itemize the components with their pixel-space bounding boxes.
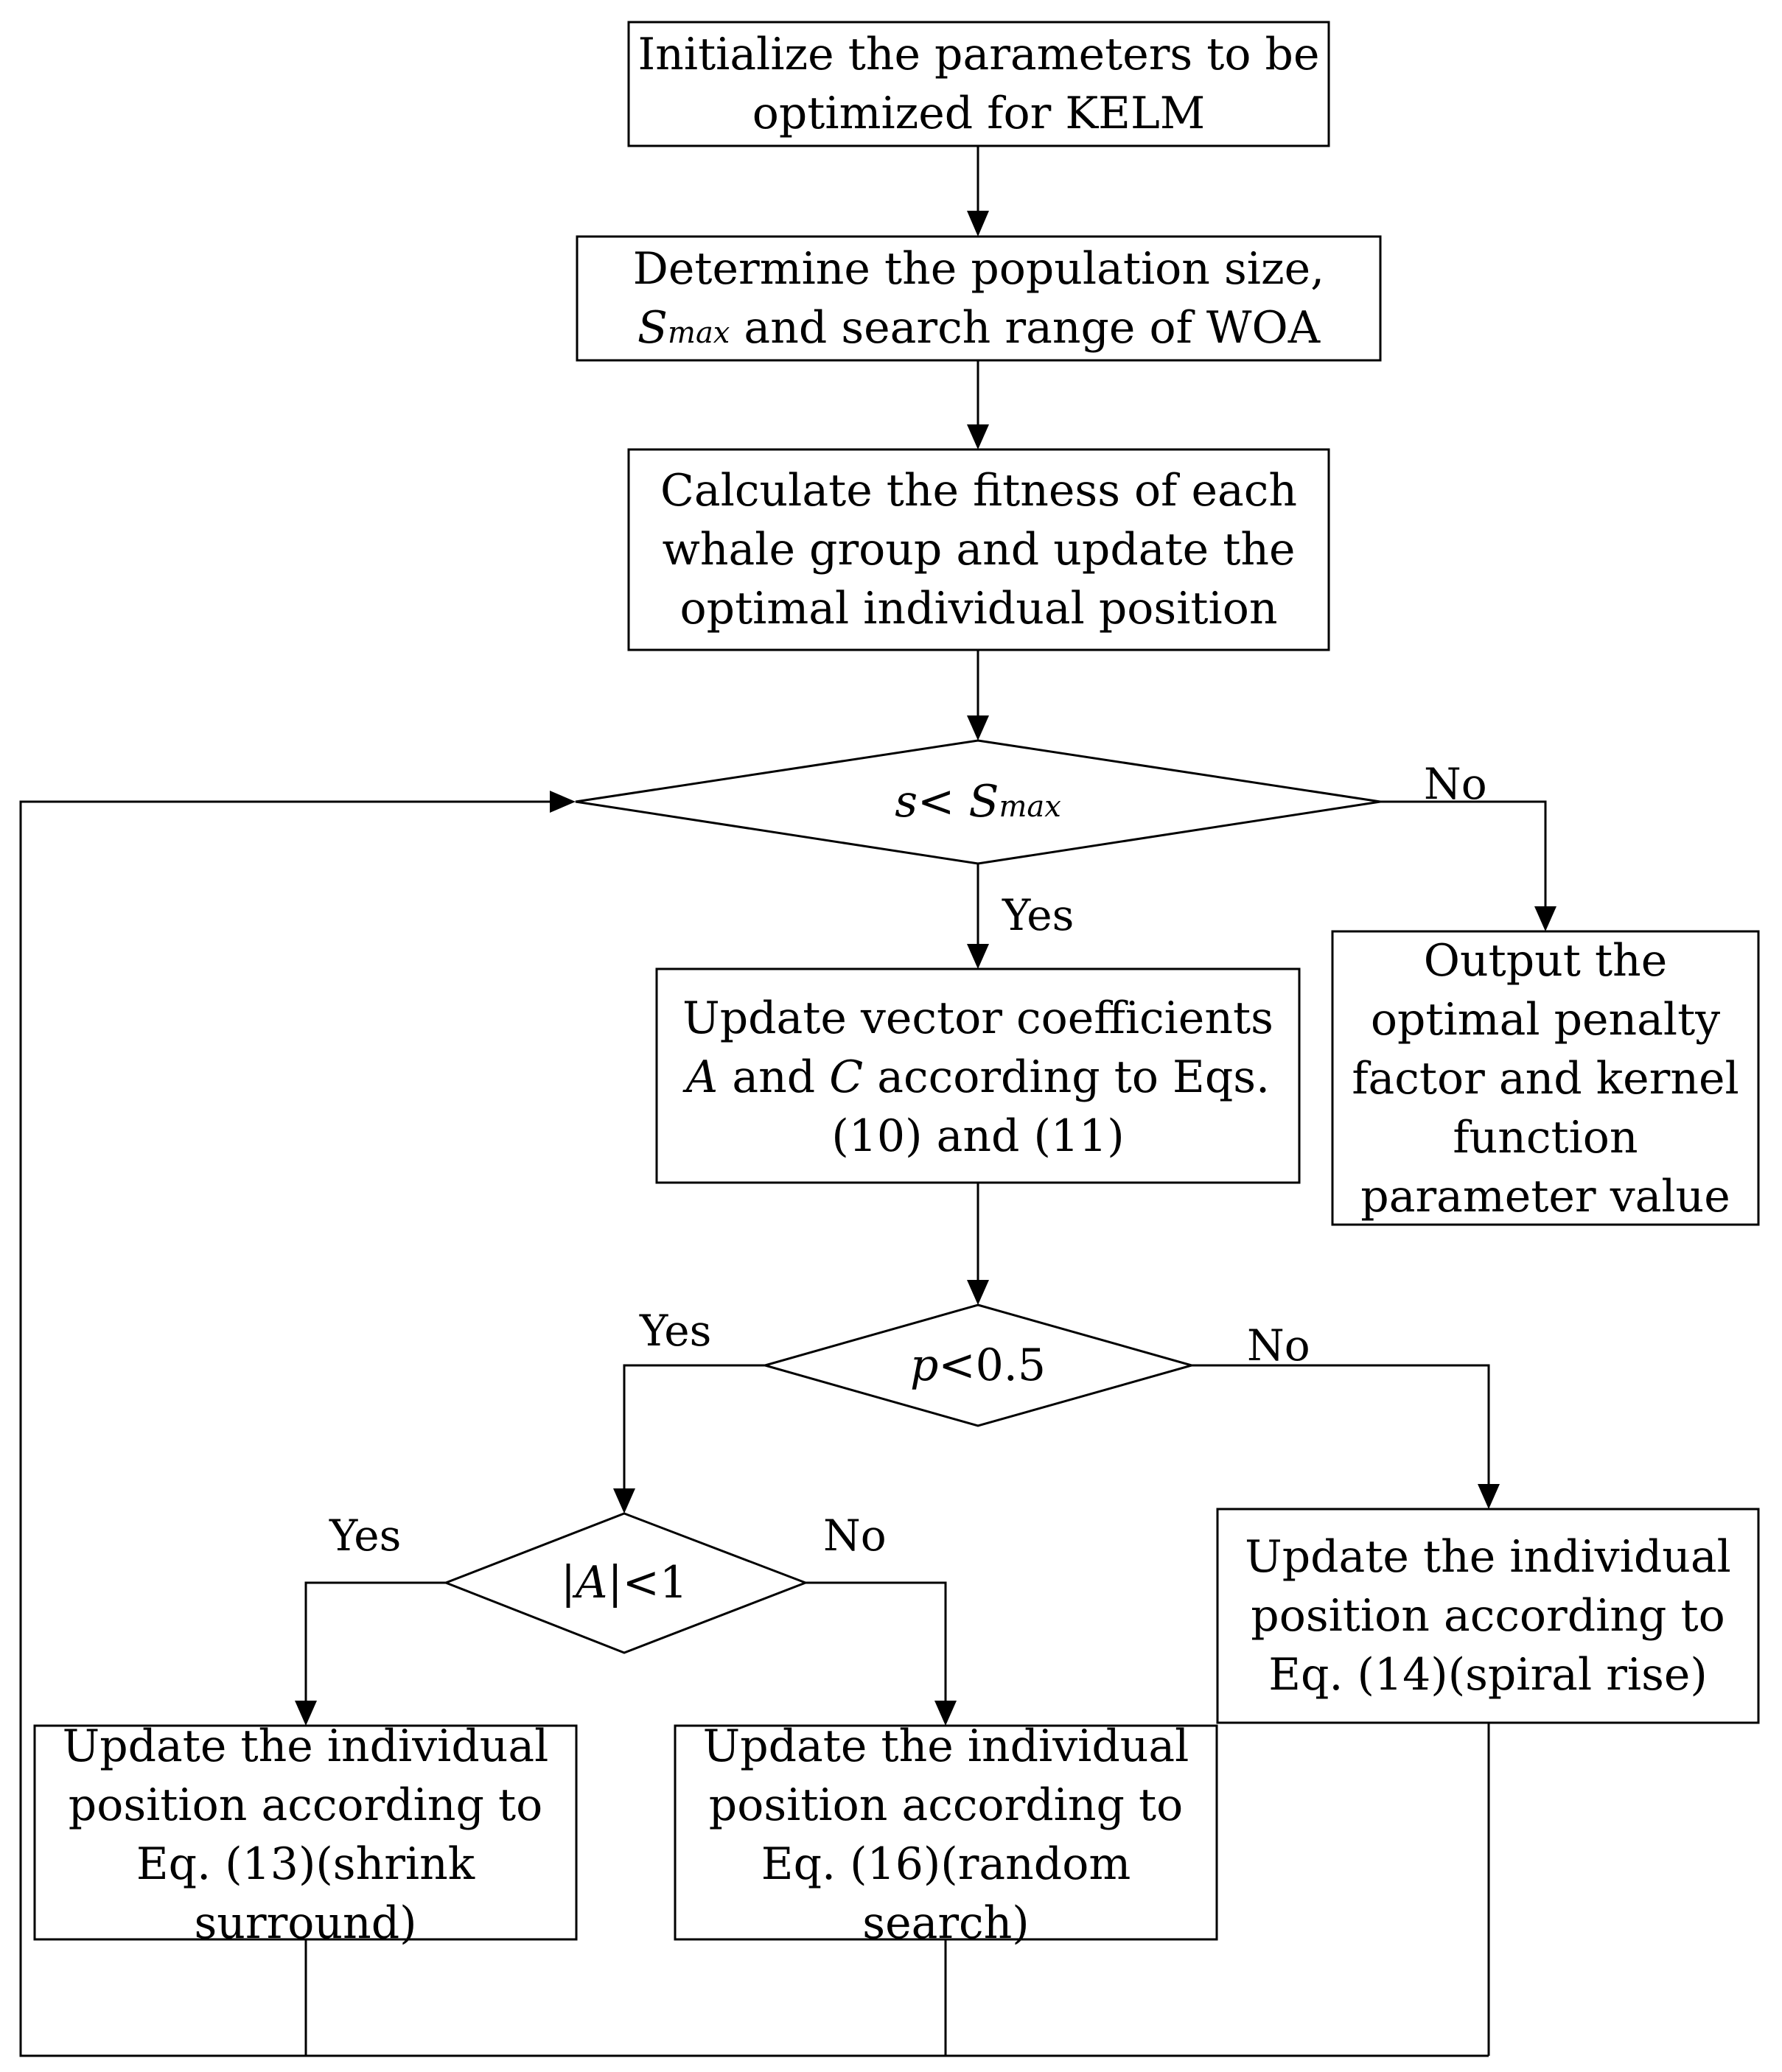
shrink-line-2: position according to <box>68 1779 543 1831</box>
arrowhead-fitness <box>967 424 989 449</box>
output-line-5: parameter value <box>1360 1171 1730 1222</box>
output-box <box>1331 930 1760 1226</box>
connector-no-output <box>1380 800 1547 909</box>
update-ac-line-2: A and C according to Eqs. <box>657 1048 1299 1107</box>
update-ac-line-3: (10) and (11) <box>831 1110 1125 1162</box>
output-line-1: Output the <box>1423 935 1668 987</box>
decision-p-diamond <box>761 1303 1196 1427</box>
update-ac-line-2-rest: according to Eqs. <box>863 1051 1271 1103</box>
arrowhead-loop <box>550 791 576 813</box>
output-line-2: optimal penalty <box>1370 994 1721 1046</box>
update-ac-text: Update vector coefficients A and C accor… <box>657 989 1299 1166</box>
random-box <box>674 1724 1218 1941</box>
fitness-line-2: whale group and update the <box>662 524 1296 575</box>
determine-text: Determine the population size, Smax and … <box>577 239 1380 363</box>
output-line-4: function <box>1453 1112 1638 1163</box>
spiral-line-3: Eq. (14)(spiral rise) <box>1268 1649 1708 1701</box>
arrowhead-spiral <box>1478 1484 1500 1509</box>
shrink-line-1: Update the individual <box>62 1721 549 1772</box>
label-a-no: No <box>823 1511 887 1561</box>
connector-loop-back <box>19 800 1489 2057</box>
smax-subscript: max <box>668 316 730 350</box>
label-a-yes: Yes <box>329 1511 402 1561</box>
coef-a: A <box>685 1051 719 1103</box>
connector-a-no <box>806 1581 947 1704</box>
random-line-1: Update the individual <box>702 1721 1189 1772</box>
connector-p-yes <box>623 1364 765 1491</box>
shrink-line-3: Eq. (13)(shrink <box>136 1838 475 1890</box>
random-line-3: Eq. (16)(random <box>761 1838 1131 1890</box>
decision-s-text: s< Smax <box>831 772 1125 836</box>
a-variable: A <box>576 1557 608 1609</box>
init-line-1: Initialize the parameters to be <box>637 29 1320 80</box>
smax-subscript-2: max <box>999 790 1061 824</box>
arrowhead-update-ac <box>967 944 989 969</box>
coef-c: C <box>829 1051 864 1103</box>
abs-bar-left: | <box>560 1557 576 1609</box>
decision-a-diamond <box>442 1512 809 1654</box>
spiral-box <box>1216 1508 1760 1724</box>
arrowhead-determine <box>967 211 989 237</box>
arrowhead-output <box>1534 906 1556 931</box>
determine-box <box>576 235 1382 362</box>
label-p-no: No <box>1247 1320 1310 1371</box>
less-than: < <box>917 776 969 827</box>
shrink-box <box>33 1724 578 1941</box>
arrowhead-decision-p <box>967 1280 989 1305</box>
output-text: Output the optimal penalty factor and ke… <box>1332 931 1758 1226</box>
arrowhead-shrink <box>295 1701 317 1726</box>
update-ac-line-1: Update vector coefficients <box>682 993 1273 1044</box>
decision-p-text: p<0.5 <box>831 1336 1125 1395</box>
random-line-4: search) <box>862 1897 1030 1949</box>
spiral-line-2: position according to <box>1251 1590 1725 1642</box>
arrowhead-decision-s <box>967 715 989 741</box>
fitness-text: Calculate the fitness of each whale grou… <box>629 461 1329 638</box>
connector-p-no <box>1192 1364 1490 1487</box>
s-variable: s <box>895 776 918 827</box>
fitness-line-1: Calculate the fitness of each <box>660 465 1297 517</box>
update-ac-box <box>655 967 1301 1184</box>
a-condition: |<1 <box>607 1557 688 1609</box>
output-line-3: factor and kernel <box>1352 1053 1739 1105</box>
random-text: Update the individual position according… <box>675 1717 1217 1953</box>
label-s-no: No <box>1424 759 1487 809</box>
arrowhead-random <box>934 1701 957 1726</box>
determine-line-2: Smax and search range of WOA <box>577 298 1380 363</box>
label-s-yes: Yes <box>1002 890 1075 940</box>
determine-line-2-rest: and search range of WOA <box>730 302 1321 354</box>
connector-a-yes <box>304 1581 446 1704</box>
shrink-text: Update the individual position according… <box>35 1717 576 1953</box>
smax-symbol-2: S <box>968 776 999 827</box>
init-text: Initialize the parameters to be optimize… <box>629 25 1329 143</box>
random-line-2: position according to <box>708 1779 1184 1831</box>
shrink-line-4: surround) <box>194 1897 417 1949</box>
and-word: and <box>718 1051 830 1103</box>
decision-a-text: |A|<1 <box>514 1553 735 1612</box>
smax-symbol: S <box>637 302 668 354</box>
label-p-yes: Yes <box>640 1306 712 1356</box>
spiral-text: Update the individual position according… <box>1217 1527 1758 1704</box>
arrowhead-decision-a <box>613 1488 635 1513</box>
init-box <box>627 21 1330 147</box>
spiral-line-1: Update the individual <box>1245 1531 1731 1583</box>
p-condition: <0.5 <box>938 1340 1047 1391</box>
fitness-box <box>627 448 1330 651</box>
fitness-line-3: optimal individual position <box>679 583 1278 634</box>
p-variable: p <box>909 1340 939 1391</box>
init-line-2: optimized for KELM <box>752 88 1206 139</box>
determine-line-1: Determine the population size, <box>632 243 1325 295</box>
